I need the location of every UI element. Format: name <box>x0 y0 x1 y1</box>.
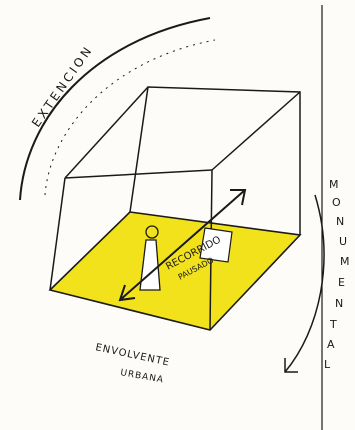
svg-text:N: N <box>336 215 344 228</box>
monumental-arrow <box>285 195 324 372</box>
urban-floor-plane <box>50 212 300 330</box>
svg-text:T: T <box>329 318 337 331</box>
svg-text:A: A <box>327 338 335 351</box>
svg-text:U: U <box>339 235 347 248</box>
urbana-label: URBANA <box>119 368 164 385</box>
envolvente-label: ENVOLVENTE <box>94 342 171 369</box>
svg-text:M: M <box>340 255 350 268</box>
svg-text:E: E <box>338 276 345 289</box>
svg-text:M: M <box>329 178 339 191</box>
svg-text:N: N <box>335 297 343 310</box>
svg-text:O: O <box>332 196 341 209</box>
extension-label: EXTENCION <box>29 42 96 129</box>
svg-text:L: L <box>324 358 331 371</box>
monumental-vertical-text: M O N U M E N T A L <box>324 178 350 371</box>
